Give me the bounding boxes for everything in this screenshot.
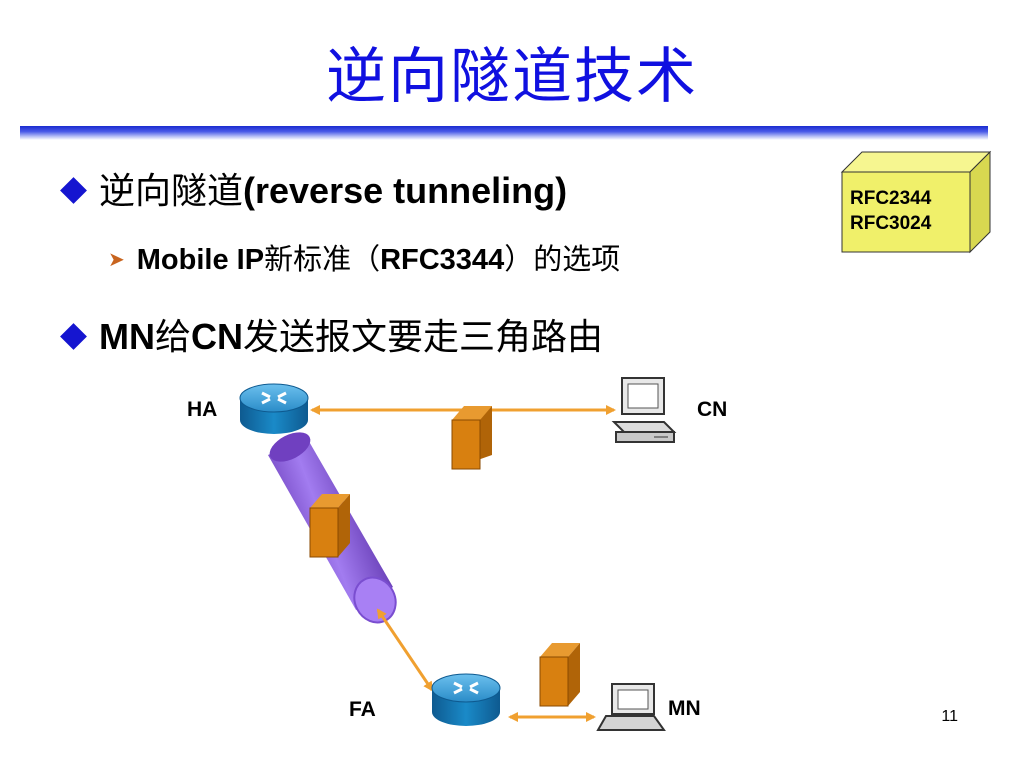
router-ha-icon xyxy=(239,383,309,434)
label-ha: HA xyxy=(187,398,218,421)
arrow-bullet-icon: ➤ xyxy=(108,247,125,271)
bullet3-en1: MN xyxy=(99,316,155,357)
rfc-box-text: RFC2344 RFC3024 xyxy=(850,186,958,236)
title-divider xyxy=(20,126,988,140)
label-mn: MN xyxy=(668,697,701,720)
rfc-line-2: RFC3024 xyxy=(850,213,932,234)
bullet1-zh: 逆向隧道 xyxy=(99,171,244,212)
packet-icon xyxy=(539,643,580,707)
laptop-mn-icon xyxy=(596,683,666,731)
sub-bullet-mobile-ip: ➤ Mobile IP新标准（RFC3344）的选项 xyxy=(108,236,620,278)
page-number: 11 xyxy=(941,708,958,725)
rfc-box xyxy=(840,150,992,254)
tunnel-fa-arrow xyxy=(376,608,434,692)
label-cn: CN xyxy=(697,398,728,421)
bullet2-zh1: 新标准（ xyxy=(264,242,381,276)
bullet2-en2: RFC3344 xyxy=(380,244,505,276)
router-fa-icon xyxy=(431,673,501,726)
packet-icon xyxy=(451,406,492,470)
bullet3-en2: CN xyxy=(191,316,244,357)
bullet2-en1: Mobile IP xyxy=(136,244,265,276)
bullet1-en: (reverse tunneling) xyxy=(243,170,568,211)
bullet3-zh2: 发送报文要走三角路由 xyxy=(243,317,604,358)
bullet2-zh2: ）的选项 xyxy=(504,242,621,276)
packet-icon xyxy=(309,494,350,558)
label-fa: FA xyxy=(349,698,376,721)
bullet3-zh1: 给 xyxy=(155,317,192,358)
rfc-line-1: RFC2344 xyxy=(850,188,932,209)
bullet-triangle-route: MN给CN发送报文要走三角路由 xyxy=(58,308,603,360)
bullet-reverse-tunneling: 逆向隧道(reverse tunneling) xyxy=(58,162,567,214)
slide-title: 逆向隧道技术 xyxy=(326,42,698,112)
desktop-computer-cn-icon xyxy=(611,377,677,443)
